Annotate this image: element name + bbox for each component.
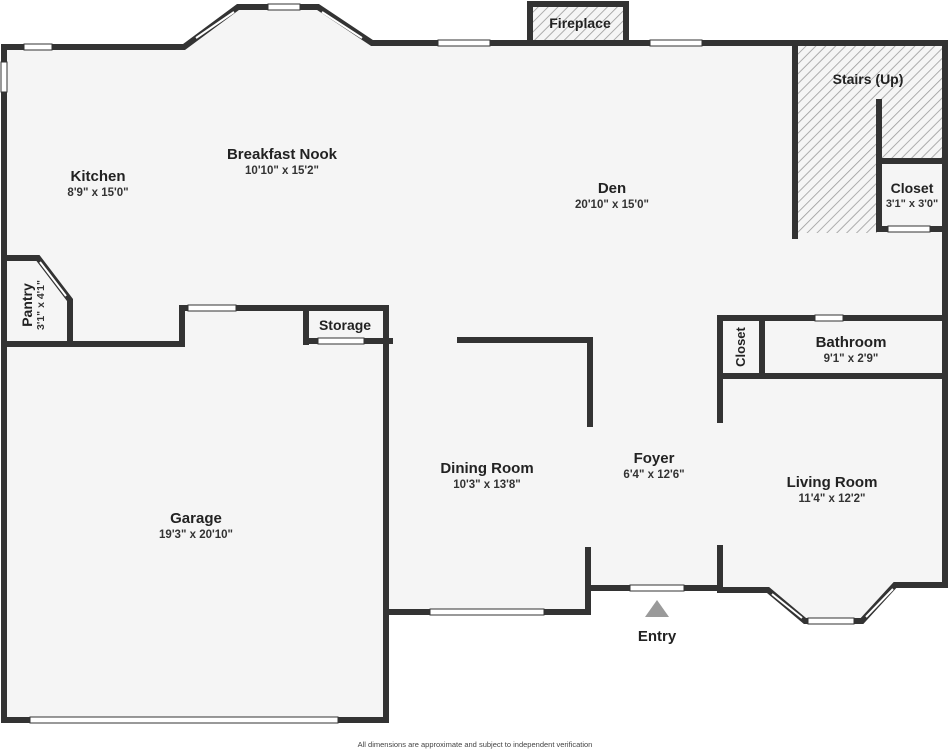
room-den: Den 20'10" x 15'0" (575, 180, 649, 212)
room-name: Foyer (633, 450, 675, 467)
room-dimensions: 10'3" x 13'8" (453, 479, 521, 491)
room-name: Kitchen (70, 168, 126, 185)
main-floor (4, 7, 945, 720)
room-dimensions: 19'3" x 20'10" (159, 529, 233, 541)
room-foyer: Foyer 6'4" x 12'6" (623, 450, 684, 482)
room-name: Closet (890, 180, 934, 196)
room-dimensions: 9'1" x 2'9" (823, 353, 879, 365)
room-dimensions: 3'1" x 4'1" (35, 280, 47, 330)
room-name: Bathroom (815, 334, 887, 351)
room-dimensions: 3'1" x 3'0" (885, 198, 939, 210)
room-fireplace: Fireplace (549, 14, 610, 32)
room-bathroom: Bathroom 9'1" x 2'9" (816, 334, 887, 366)
room-name: Fireplace (549, 15, 611, 31)
room-name: Closet (733, 327, 748, 367)
stairs-hatch-right (877, 45, 943, 161)
room-storage: Storage (319, 316, 371, 334)
room-name: Garage (170, 510, 222, 527)
room-dimensions: 10'10" x 15'2" (245, 165, 319, 177)
room-name: Storage (318, 317, 372, 333)
room-dining-room: Dining Room 10'3" x 13'8" (440, 460, 533, 492)
room-pantry: Pantry 3'1" x 4'1" (19, 280, 47, 330)
entry-label: Entry (638, 628, 676, 646)
room-name: Den (597, 180, 627, 197)
bay-window-glass (39, 11, 894, 619)
room-name: Stairs (Up) (832, 71, 904, 87)
entry-arrow-icon (645, 600, 669, 617)
room-dimensions: 20'10" x 15'0" (575, 199, 649, 211)
entry-text: Entry (637, 628, 677, 645)
stairs-hatch-left (797, 45, 877, 233)
windows (0, 3, 931, 724)
room-name: Pantry (19, 283, 35, 327)
room-name: Living Room (786, 474, 878, 491)
fireplace-floor (530, 4, 626, 40)
room-closet-upper: Closet 3'1" x 3'0" (886, 179, 938, 211)
disclaimer: All dimensions are approximate and subje… (357, 740, 593, 749)
room-dimensions: 8'9" x 15'0" (67, 187, 129, 199)
room-dimensions: 11'4" x 12'2" (798, 493, 866, 505)
room-name: Dining Room (440, 460, 534, 477)
room-garage: Garage 19'3" x 20'10" (159, 510, 233, 542)
room-living-room: Living Room 11'4" x 12'2" (787, 474, 878, 506)
room-kitchen: Kitchen 8'9" x 15'0" (67, 168, 128, 200)
room-dimensions: 6'4" x 12'6" (623, 469, 685, 481)
room-stairs: Stairs (Up) (833, 70, 904, 88)
room-name: Breakfast Nook (226, 146, 338, 163)
room-breakfast-nook: Breakfast Nook 10'10" x 15'2" (227, 146, 337, 178)
room-closet-small: Closet (732, 327, 750, 367)
